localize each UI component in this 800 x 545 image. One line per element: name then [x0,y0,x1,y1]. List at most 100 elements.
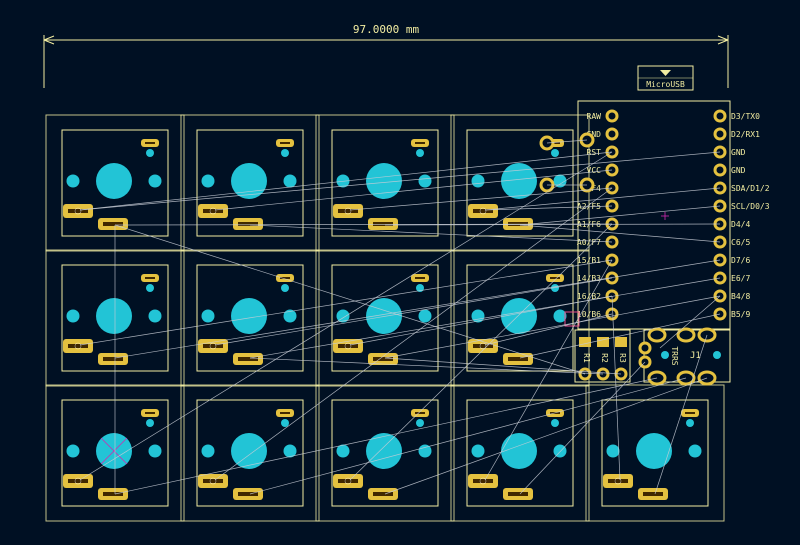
led-pad-slot [415,277,425,279]
key-switch-footprint[interactable] [45,114,185,252]
jack-pad[interactable] [647,327,667,343]
ratsnest-line [214,169,613,211]
pad-slot [473,479,493,483]
width-dimension[interactable]: 97.0000 mm [43,23,729,88]
plate-peg-hole [283,174,297,188]
resistor-pad[interactable] [615,337,627,347]
pad-marker [209,477,217,485]
controller-pin-label: SCL/D0/3 [731,202,770,211]
pad-slot [338,209,358,213]
ratsnest-line [249,277,721,359]
switch-outline [196,399,304,507]
connector-ref: J1 [690,351,701,361]
pad-marker [479,477,487,485]
key-switch-footprint[interactable] [45,384,185,522]
ratsnest-line [214,187,613,481]
controller-pin-label: D2/RX1 [731,130,760,139]
via-hole [281,149,289,157]
led-pad-slot [415,142,425,144]
key-switch-footprint[interactable] [315,114,455,252]
jack-pad[interactable] [638,341,652,355]
pad-slot [373,492,393,496]
pad-slot [68,479,88,483]
ratsnest-line [484,205,613,211]
pad-slot [643,492,663,496]
led-pad-slot [415,412,425,414]
center-post-hole [501,433,537,469]
plate-peg-hole [606,444,620,458]
controller-pin-label: 10/B6 [577,310,601,319]
key-switch-footprint[interactable] [450,249,590,387]
ratsnest-line [654,334,708,495]
switch-outline [196,129,304,237]
led-pad-slot [145,277,155,279]
plate-peg-hole [471,444,485,458]
pad-slot [338,344,358,348]
via-hole [686,419,694,427]
controller-pin-right[interactable] [713,127,727,141]
key-switch-footprint[interactable] [315,384,455,522]
controller-pin-left[interactable] [605,127,619,141]
resistor-ref: R1 [582,353,591,363]
resistor-pad[interactable] [597,337,609,347]
ratsnest-line [519,313,721,359]
key-switch-footprint[interactable] [450,384,590,522]
switch-outline [466,264,574,372]
center-post-hole [366,298,402,334]
led-pad-slot [280,277,290,279]
pad-slot [203,344,223,348]
pad-marker [479,342,487,350]
key-switch-footprint[interactable] [585,384,725,522]
switch-courtyard [315,249,455,387]
key-switch-footprint[interactable] [180,384,320,522]
controller-pin-label: GND [731,148,746,157]
controller-pin-right[interactable] [713,163,727,177]
center-post-hole [231,433,267,469]
key-switch-footprint[interactable] [450,114,590,252]
pad-slot [473,209,493,213]
resistor-pad[interactable] [579,337,591,347]
ratsnest-line [349,223,613,481]
plate-peg-hole [148,174,162,188]
pad-marker [479,207,487,215]
key-switch-footprint[interactable] [180,114,320,252]
switch-courtyard [315,114,455,252]
switch-courtyard [180,114,320,252]
ratsnest-line [79,151,613,211]
key-switch-footprint[interactable] [180,249,320,387]
pad-slot [68,209,88,213]
ratsnest-line [611,295,621,481]
jack-pad[interactable] [676,327,696,343]
controller-pin-label: GND [731,166,746,175]
key-switch-footprint[interactable] [315,249,455,387]
ratsnest-line [214,277,613,346]
plate-peg-hole [283,444,297,458]
pad-slot [338,479,358,483]
controller-pin-right[interactable] [713,109,727,123]
plate-peg-hole [471,309,485,323]
ratsnest-line [484,313,613,346]
via-hole [416,419,424,427]
controller-pin-label: A0/F7 [577,238,601,247]
via-hole [146,419,154,427]
center-post-hole [96,163,132,199]
ratsnest-line [249,357,604,375]
controller-pin-left[interactable] [605,109,619,123]
via-hole [551,149,559,157]
resistor-ref: R3 [618,353,627,363]
plate-peg-hole [553,174,567,188]
jack-hole [713,351,721,359]
pad-slot [203,209,223,213]
ratsnest-line [79,151,721,211]
ratsnest-line [384,295,721,359]
controller-pin-label: VCC [587,166,602,175]
pro-micro-controller[interactable]: MicroUSBRAWGNDRSTVCCF4A2/F5A1/F6A0/F715/… [539,65,770,330]
center-post-hole [231,298,267,334]
pad-slot [608,479,628,483]
pad-marker [344,207,352,215]
led-pad-slot [145,142,155,144]
switch-outline [466,129,574,237]
